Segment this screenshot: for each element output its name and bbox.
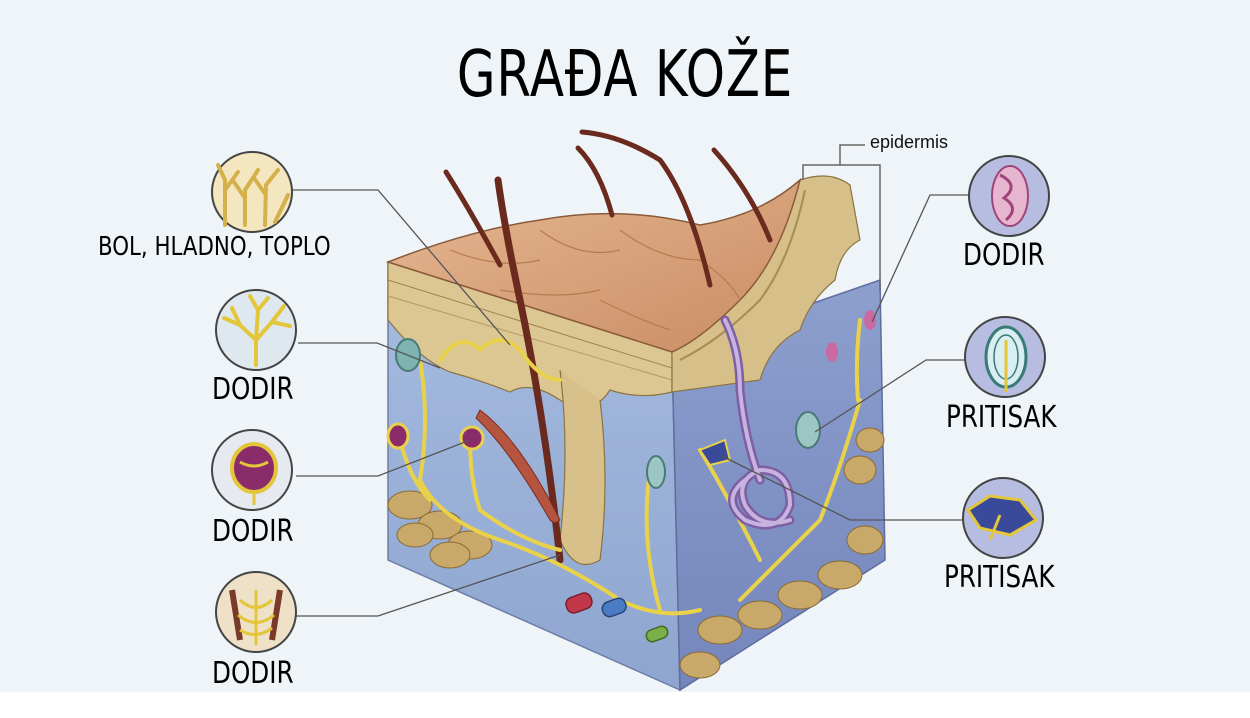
label-pressure-1: PRITISAK [946,400,1057,435]
bottom-margin [0,692,1250,718]
label-touch-3: DODIR [212,656,294,691]
leader-lines [292,189,968,617]
inset-free-nerve-endings [211,151,293,233]
inset-pacinian-corpuscle-2 [962,477,1044,559]
inset-merkel-endings [215,289,297,371]
epidermis-bracket [802,144,881,290]
label-pain-cold-warm: BOL, HLADNO, TOPLO [98,232,331,262]
epidermis-label: epidermis [870,132,949,152]
hair-follicle [559,369,606,565]
label-touch-2: DODIR [212,514,294,549]
epidermis-layer-side [671,175,861,393]
label-touch-right: DODIR [963,238,1045,273]
inset-ruffini-ending [215,571,297,653]
inset-krause-bulb [968,155,1050,237]
blood-vessels [565,592,669,643]
skin-surface [385,177,802,353]
label-touch-1: DODIR [212,372,294,407]
hair-strands [443,129,773,564]
arrector-pili-muscle [475,409,561,523]
fat-tissue [387,427,885,679]
page-title: GRAĐA KOŽE [456,38,794,112]
inset-meissner-corpuscle [211,429,293,511]
inset-pacinian-corpuscle-1 [964,316,1046,398]
label-pressure-2: PRITISAK [944,560,1055,595]
